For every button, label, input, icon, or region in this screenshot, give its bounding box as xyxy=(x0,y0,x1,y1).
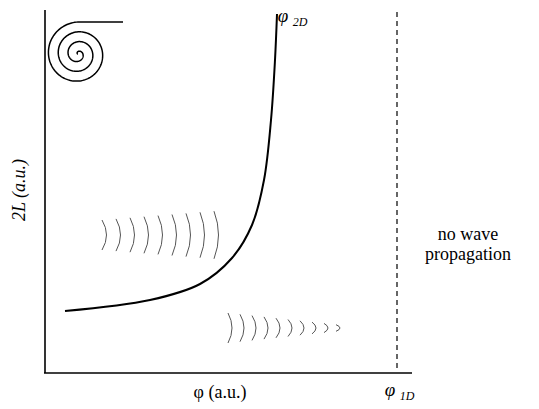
axis-title: 2L (a.u.) xyxy=(10,159,30,221)
threshold-label: φ xyxy=(385,380,396,401)
wave-front xyxy=(240,314,244,341)
curve-label: φ xyxy=(278,6,289,27)
wave-front xyxy=(186,213,191,256)
planar-wave-fronts xyxy=(102,211,219,259)
wave-front xyxy=(324,323,328,332)
spiral-wave xyxy=(48,22,123,81)
wave-front xyxy=(130,218,135,252)
threshold-line xyxy=(396,12,397,372)
wave-front xyxy=(228,313,232,343)
curve-label-subscript: 2D xyxy=(293,16,308,29)
wave-front xyxy=(158,216,163,255)
wave-front xyxy=(312,322,316,334)
axis-title: φ (a.u.) xyxy=(194,383,247,403)
wave-front xyxy=(288,320,292,337)
wave-front xyxy=(116,219,121,251)
wave-front xyxy=(252,316,256,341)
decaying-wave-fronts xyxy=(228,313,340,343)
x-axis xyxy=(44,372,412,374)
wave-front xyxy=(276,318,280,338)
threshold-label-subscript: 1D xyxy=(400,390,415,403)
wave-front xyxy=(300,321,304,335)
region-label: no wave propagation xyxy=(408,225,528,265)
y-axis xyxy=(44,10,46,373)
wave-front xyxy=(264,317,268,339)
wave-front xyxy=(144,217,149,254)
wave-front xyxy=(214,211,219,259)
wave-front xyxy=(172,215,177,256)
wave-front xyxy=(200,212,205,257)
boundary-curve xyxy=(65,14,277,311)
wave-front xyxy=(336,325,340,332)
wave-front xyxy=(102,220,107,250)
